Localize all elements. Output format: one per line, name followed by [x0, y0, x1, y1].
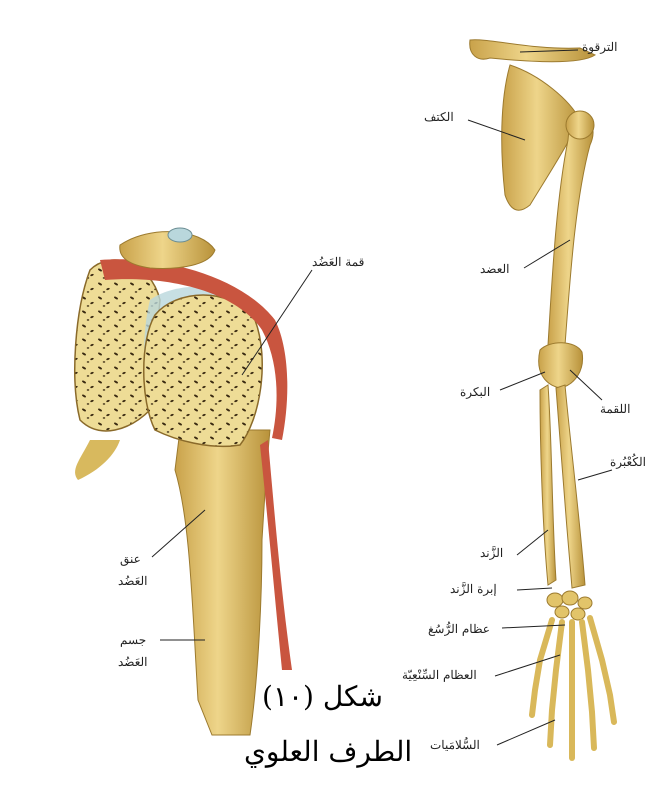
label-shaft-line2: العَضُد [118, 655, 147, 669]
label-metacarpals: العظام السِّنْعِيّة [402, 668, 477, 682]
figure-title: الطرف العلوي [244, 735, 412, 768]
carpal-bones [547, 591, 592, 620]
elbow-joint [539, 343, 583, 388]
label-neck-line1: عنق [120, 552, 141, 566]
label-phalanges: السُّلامَيات [430, 738, 480, 752]
label-ulna: الزَّند [480, 546, 503, 560]
label-ulnar-styloid: إبرة الزَّند [450, 582, 497, 596]
humerus-shaft [175, 430, 270, 735]
figure-number: شكل (١٠) [262, 680, 383, 713]
label-scapula: الكتف [424, 110, 454, 124]
ulna-bone [540, 385, 556, 585]
hand-bones [532, 618, 614, 758]
clavicle-bone [470, 40, 595, 62]
label-carpals: عظام الرُّسُغ [428, 622, 490, 636]
arm-skeleton-illustration [470, 40, 614, 758]
radius-bone [556, 385, 585, 588]
label-radius: الكُعْبُرة [610, 455, 646, 469]
label-neck-line2: العَضُد [118, 574, 147, 588]
label-capitulum: اللقمة [600, 402, 630, 416]
label-clavicle: الترقوة [582, 40, 617, 54]
shoulder-section-illustration [75, 228, 292, 735]
acromion [120, 232, 215, 269]
tendon-strip [260, 440, 292, 670]
label-trochlea: البكرة [460, 385, 490, 399]
label-shaft-line1: جسم [120, 633, 146, 647]
label-humeral-head: قمة العَضُد [312, 255, 364, 269]
label-humerus: العضد [480, 262, 509, 276]
